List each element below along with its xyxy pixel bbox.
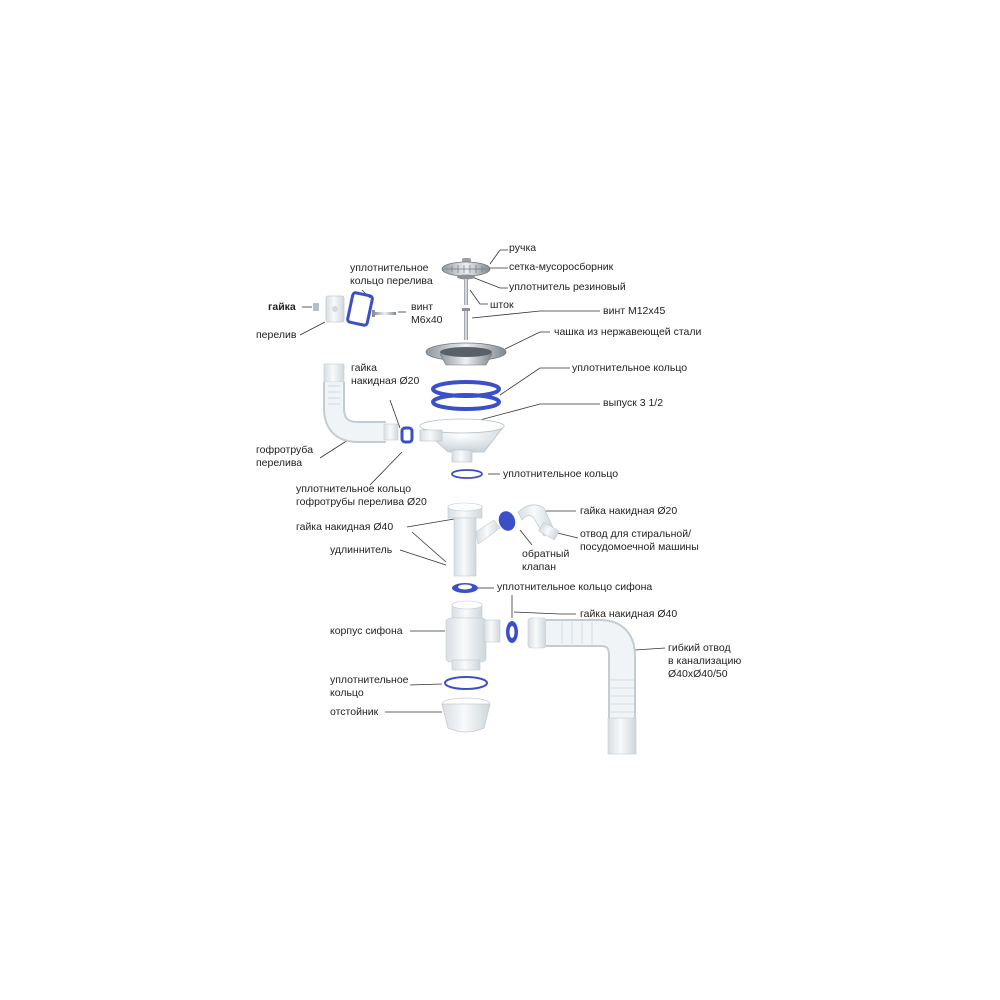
small-sealing-ring-icon <box>451 469 483 479</box>
label-large-ring: уплотнительное кольцо <box>572 362 688 374</box>
label-flex-drain-line2: в канализацию <box>668 655 742 667</box>
siphon-body-icon <box>445 600 501 671</box>
overflow-ring-icon <box>346 291 374 327</box>
label-cap-nut20-b: гайка накидная Ø20 <box>580 505 678 517</box>
strainer-icon <box>441 261 491 277</box>
large-sealing-ring-icon <box>431 380 501 411</box>
label-corrugated-ring-line1: уплотнительное кольцо <box>296 483 412 495</box>
label-corrugated-pipe-line1: гофротруба <box>256 444 314 456</box>
label-settler: отстойник <box>330 706 379 718</box>
label-check-valve-line1: обратный <box>522 548 570 560</box>
washer-branch-icon <box>517 504 560 541</box>
label-nut: гайка <box>268 301 296 313</box>
label-strainer: сетка-мусоросборник <box>509 261 614 273</box>
label-screw-m6-line2: М6х40 <box>411 314 443 326</box>
leader-lines <box>299 249 666 713</box>
outlet-bowl-icon <box>418 418 505 463</box>
rubber-seal-icon <box>457 274 475 280</box>
label-flex-drain-line1: гибкий отвод <box>668 642 731 654</box>
overflow-icon <box>325 295 345 323</box>
label-check-valve-line2: клапан <box>522 561 557 573</box>
label-overflow-ring-line2: кольцо перелива <box>350 275 433 287</box>
label-flex-drain-line3: Ø40хØ40/50 <box>668 668 728 680</box>
label-outlet: выпуск 3 1/2 <box>603 397 664 409</box>
extension-tee-icon <box>447 502 501 577</box>
label-washer-branch-line1: отвод для стиральной/ <box>580 528 692 540</box>
rod-icon <box>464 279 468 305</box>
label-washer-branch-line2: посудомоечной машины <box>580 541 699 553</box>
steel-cup-icon <box>425 342 507 366</box>
label-corrugated-pipe-line2: перелива <box>256 457 303 469</box>
label-rubber-seal: уплотнитель резиновый <box>509 281 626 293</box>
check-valve-icon <box>498 511 516 531</box>
label-siphon-ring: уплотнительное кольцо сифона <box>497 581 653 593</box>
corrugated-overflow-pipe-icon <box>323 363 399 443</box>
label-rod: шток <box>490 299 514 311</box>
flexible-drain-icon <box>527 617 637 755</box>
settler-icon <box>441 697 491 733</box>
label-steel-cup: чашка из нержавеющей стали <box>554 326 702 338</box>
cap-nut-40-icon <box>506 621 518 643</box>
screw-m12-icon <box>462 308 470 340</box>
label-extension: удлиннитель <box>330 544 393 556</box>
label-screw-m12: винт М12х45 <box>603 305 666 317</box>
label-bottom-ring-line2: кольцо <box>330 687 364 699</box>
label-cap-nut20-a-line2: накидная Ø20 <box>351 375 420 387</box>
label-small-ring: уплотнительное кольцо <box>503 468 619 480</box>
label-siphon-body: корпус сифона <box>330 625 403 637</box>
bottom-sealing-ring-icon <box>444 676 488 690</box>
label-screw-m6-line1: винт <box>411 301 434 313</box>
label-bottom-ring-line1: уплотнительное <box>330 674 409 686</box>
siphon-sealing-ring-icon <box>452 583 478 593</box>
label-overflow: перелив <box>256 329 297 341</box>
label-corrugated-ring-line2: гофротрубы перелива Ø20 <box>296 496 427 508</box>
label-cap-nut40-b: гайка накидная Ø40 <box>580 608 678 620</box>
corrugated-pipe-ring-icon <box>400 426 414 444</box>
nut-small-icon <box>313 303 319 311</box>
label-cap-nut20-a-line1: гайка <box>351 362 377 374</box>
label-overflow-ring-line1: уплотнительное <box>350 262 429 274</box>
label-cap-nut40-a: гайка накидная Ø40 <box>296 521 394 533</box>
label-handle: ручка <box>509 242 537 254</box>
screw-m6-icon <box>372 310 396 317</box>
